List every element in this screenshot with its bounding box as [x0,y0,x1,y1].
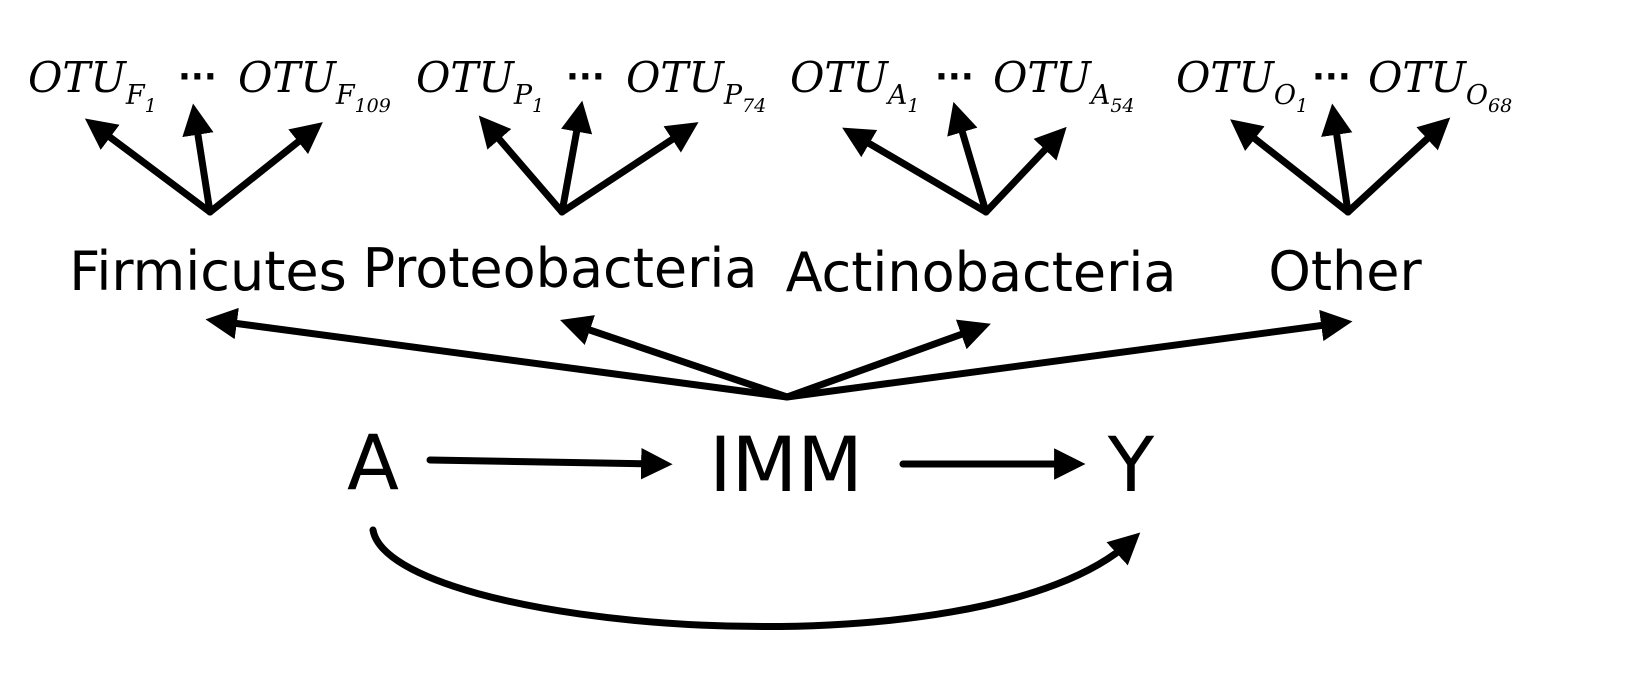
node-outcome-y: Y [1107,420,1155,509]
arrow-firmicutes-otu-left [84,118,214,216]
arrow-imm-other [783,309,1353,401]
otu-label-row: OTUF1 ··· OTUF109 OTUP1 ··· OTUP74 OTUA1… [28,53,1512,117]
phylum-labels: Firmicutes Proteobacteria Actinobacteria… [69,237,1422,304]
arrow-firmicutes-otu-mid [182,103,214,216]
otu-o-ellipsis: ··· [1312,57,1351,97]
arrow-proteobacteria-otu-left [478,115,566,216]
arrow-imm-actinobacteria [783,319,991,401]
otu-a-first-label: OTUA1 [790,53,919,117]
arrow-firmicutes-otu-right [206,122,323,216]
arrow-actinobacteria-otu-right [982,126,1067,216]
node-exposure-a: A [347,418,399,507]
arrow-other-otu-mid [1321,103,1353,216]
otu-o-first-label: OTUO1 [1176,53,1308,117]
arrow-a-to-imm [426,447,673,480]
arrow-proteobacteria-otu-mid [558,100,593,216]
otu-o-last-label: OTUO68 [1368,53,1512,117]
otu-f-last-label: OTUF109 [238,53,391,117]
otu-p-first-label: OTUP1 [416,53,544,117]
phylum-proteobacteria: Proteobacteria [363,237,758,300]
otu-a-last-label: OTUA54 [993,53,1135,117]
phylum-firmicutes: Firmicutes [69,240,346,303]
causal-nodes: A IMM Y [347,418,1155,509]
arrow-actinobacteria-otu-mid [947,101,990,216]
arrow-other-otu-right [1344,117,1451,216]
otu-a-ellipsis: ··· [935,57,974,97]
arrow-actinobacteria-otu-left [842,127,990,216]
arrow-imm-proteobacteria [560,315,791,401]
phylum-actinobacteria: Actinobacteria [786,241,1177,304]
otu-f-first-label: OTUF1 [28,53,157,117]
arrow-a-to-y-direct [369,526,1141,631]
otu-f-ellipsis: ··· [178,57,217,97]
arrow-imm-firmicutes [205,307,791,401]
arrow-other-otu-left [1230,119,1352,216]
node-mediator-imm: IMM [709,420,863,509]
phylum-to-otu-arrows [84,100,1451,216]
phylum-other: Other [1268,240,1422,303]
causal-path-arrows [369,447,1141,631]
otu-p-ellipsis: ··· [566,57,605,97]
imm-to-phylum-arrows [205,307,1353,401]
otu-p-last-label: OTUP74 [626,53,766,117]
arrow-proteobacteria-otu-right [558,122,699,216]
